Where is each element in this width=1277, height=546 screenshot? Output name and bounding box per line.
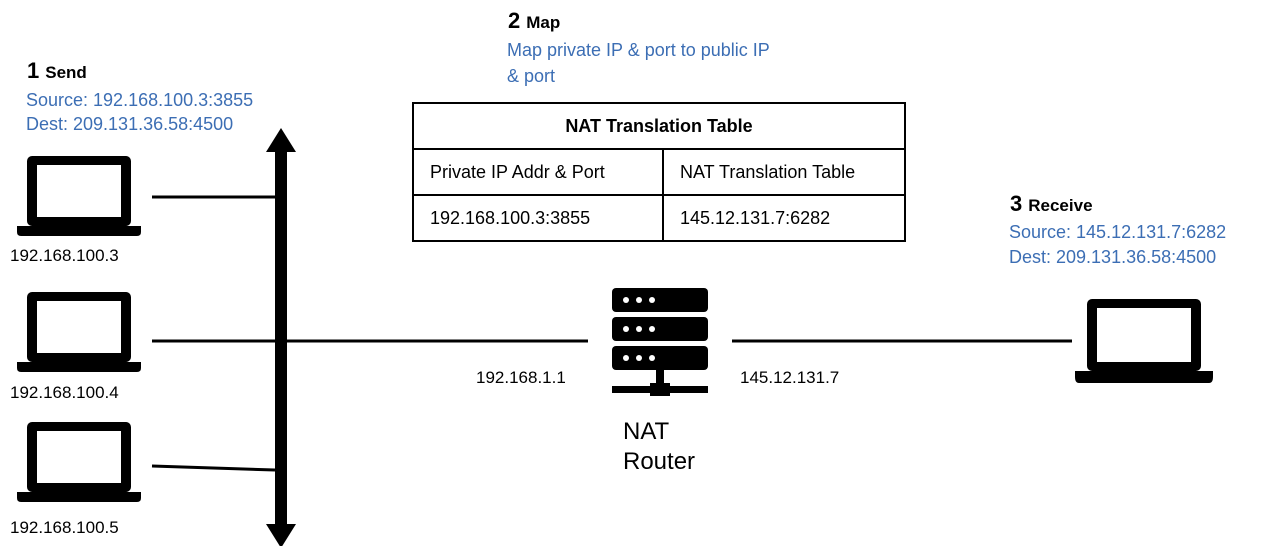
step-1-heading: 1 Send bbox=[27, 58, 87, 84]
host-ip-label: 192.168.100.5 bbox=[10, 518, 119, 537]
step-2-heading: 2 Map bbox=[508, 8, 560, 34]
router-label: NAT Router bbox=[623, 417, 695, 477]
laptop-icon bbox=[17, 292, 141, 372]
step-number: 2 bbox=[508, 8, 521, 33]
step-number: 1 bbox=[27, 58, 40, 83]
laptop-icon bbox=[1075, 299, 1213, 383]
router-label-line1: NAT bbox=[623, 418, 670, 445]
server-icon bbox=[612, 288, 708, 396]
double-arrow-icon bbox=[266, 128, 296, 546]
link-host3-bus bbox=[151, 464, 276, 472]
step-3-source: Source: 145.12.131.7:6282 bbox=[1009, 222, 1227, 242]
host-ip-label: 192.168.100.4 bbox=[10, 383, 119, 402]
step-2-desc-line1: Map private IP & port to public IP bbox=[507, 40, 770, 60]
table-header-row: Private IP Addr & Port NAT Translation T… bbox=[412, 148, 906, 196]
step-title: Send bbox=[45, 63, 87, 82]
router-inside-ip: 192.168.1.1 bbox=[476, 368, 566, 387]
table-cell-private: 192.168.100.3:3855 bbox=[412, 194, 664, 242]
step-2-desc-line2: & port bbox=[507, 66, 556, 86]
laptop-icon bbox=[17, 156, 141, 236]
table-row: 192.168.100.3:3855 145.12.131.7:6282 bbox=[412, 194, 906, 242]
table-header-public: NAT Translation Table bbox=[662, 148, 906, 196]
step-title: Map bbox=[526, 13, 561, 32]
step-1-dest: Dest: 209.131.36.58:4500 bbox=[26, 114, 234, 134]
step-3-heading: 3 Receive bbox=[1010, 191, 1093, 217]
nat-translation-table: NAT Translation Table Private IP Addr & … bbox=[412, 102, 906, 242]
router-outside-ip: 145.12.131.7 bbox=[740, 368, 840, 387]
router-label-line2: Router bbox=[623, 448, 696, 475]
step-number: 3 bbox=[1010, 191, 1023, 216]
table-title: NAT Translation Table bbox=[412, 102, 906, 150]
laptop-icon bbox=[17, 422, 141, 502]
table-cell-public: 145.12.131.7:6282 bbox=[662, 194, 906, 242]
host-ip-label: 192.168.100.3 bbox=[10, 246, 119, 265]
table-header-private: Private IP Addr & Port bbox=[412, 148, 664, 196]
step-title: Receive bbox=[1028, 196, 1093, 215]
step-1-source: Source: 192.168.100.3:3855 bbox=[26, 90, 254, 110]
step-3-dest: Dest: 209.131.36.58:4500 bbox=[1009, 247, 1217, 267]
